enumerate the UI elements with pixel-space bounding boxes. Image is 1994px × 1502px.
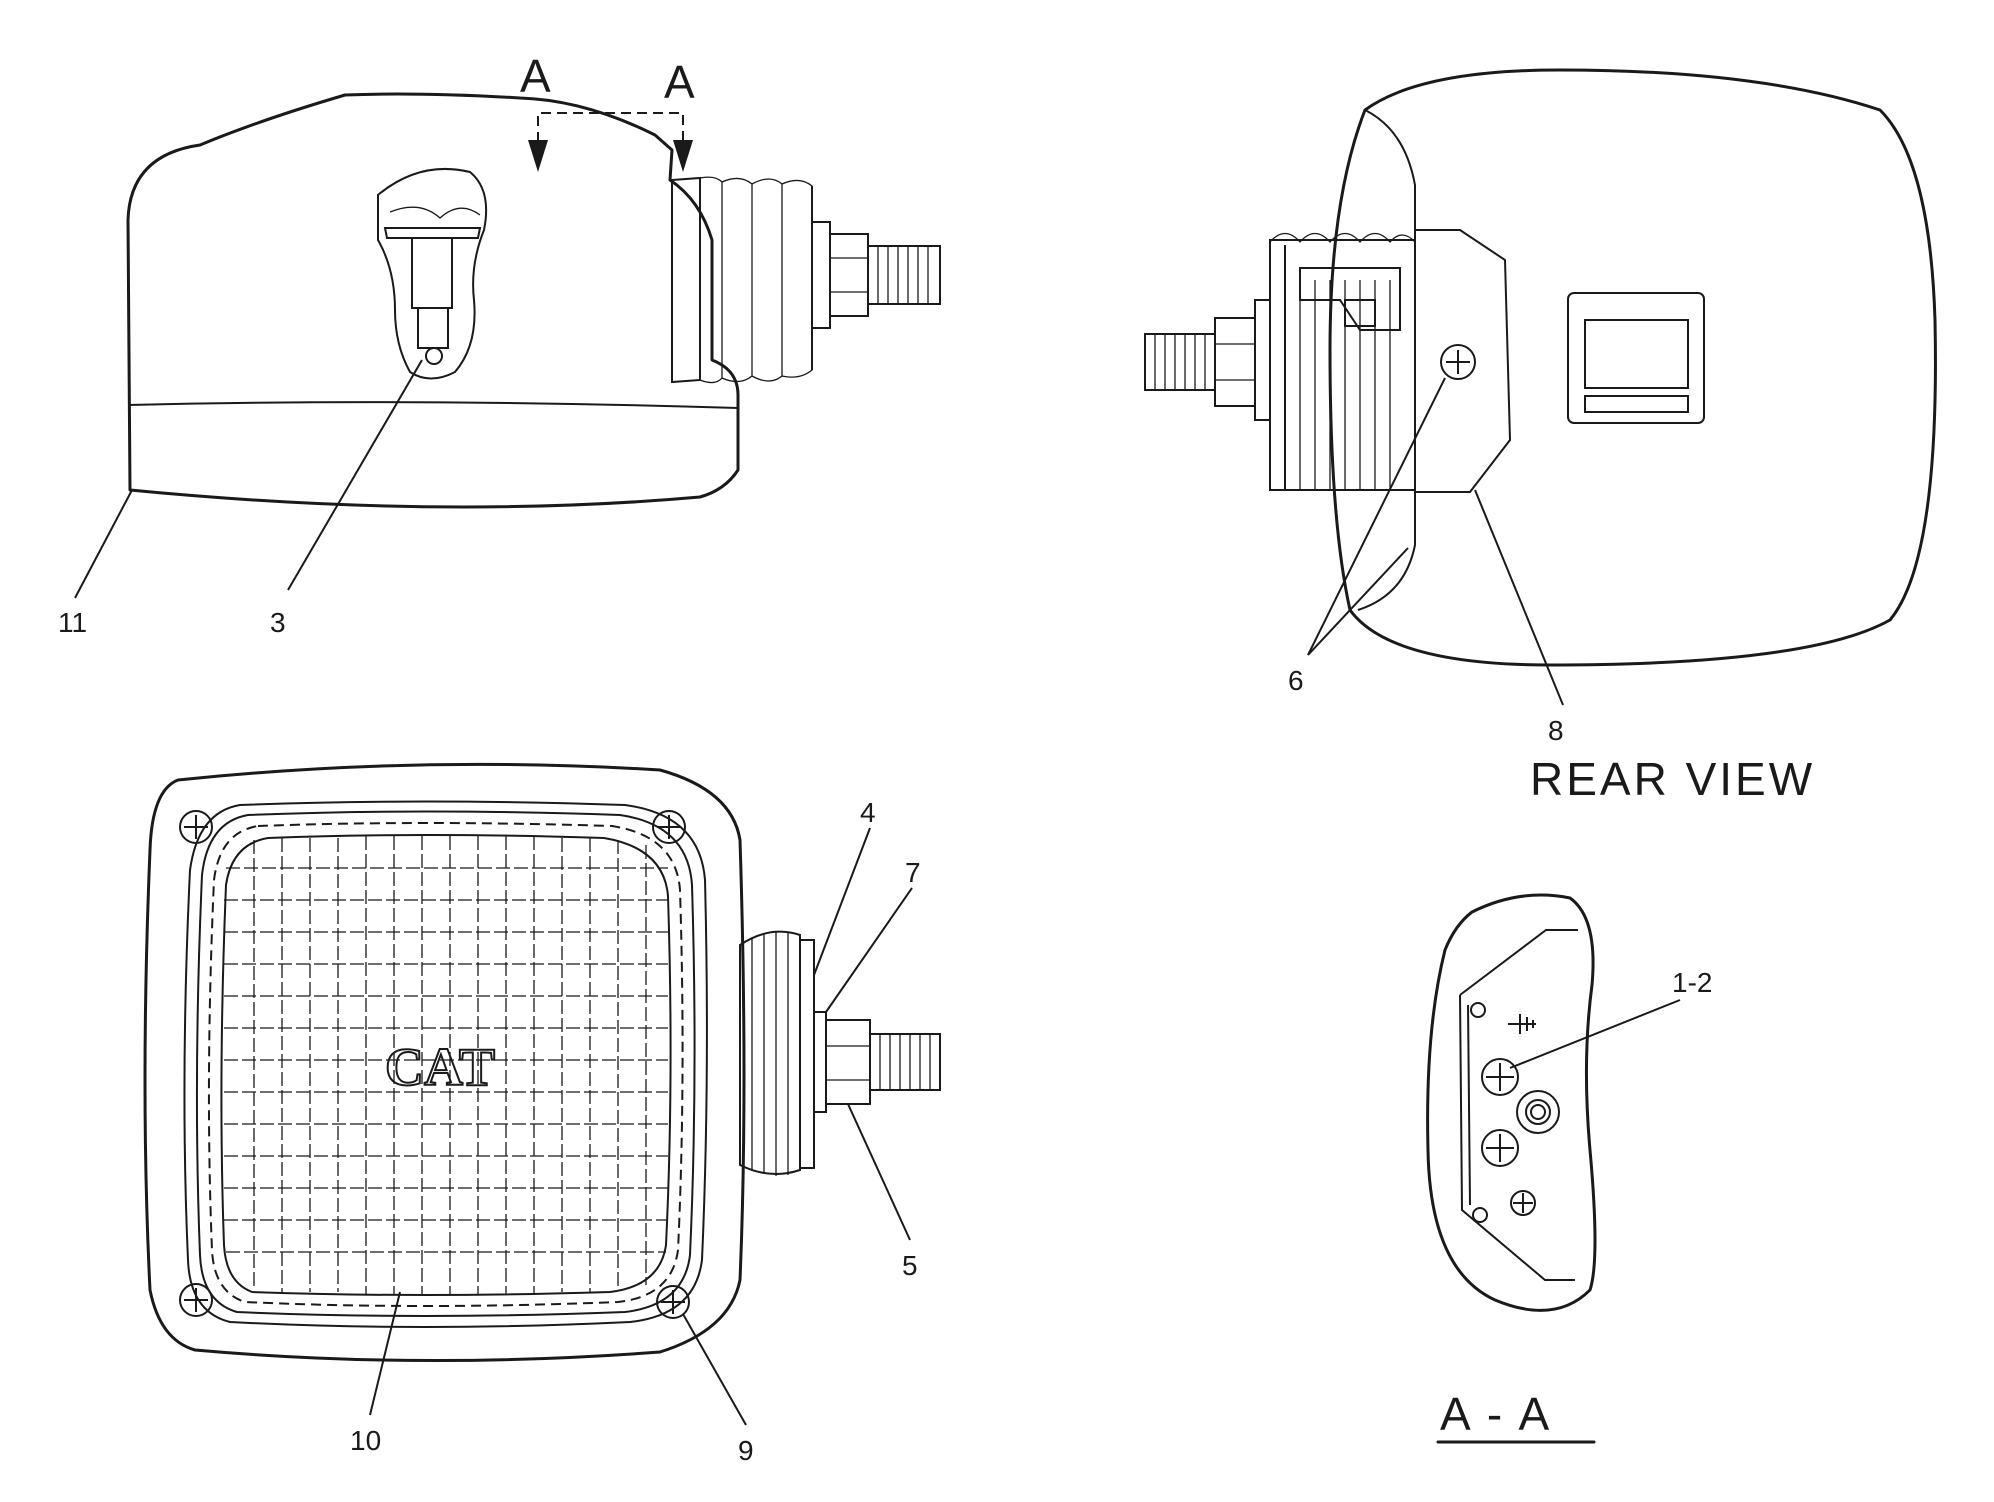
leader-9	[682, 1313, 747, 1426]
callout-6: 6	[1288, 665, 1304, 696]
section-arrow-left	[528, 140, 548, 172]
rear-bracket	[1414, 229, 1512, 493]
section-pin-bottom	[1472, 1207, 1488, 1223]
front-screw-bottom-right	[656, 1285, 690, 1319]
rear-stud	[1144, 333, 1216, 391]
side-stud	[867, 245, 941, 305]
front-threaded-boot	[739, 930, 815, 1176]
side-threaded-boot	[671, 176, 813, 384]
front-screw-top-right	[652, 810, 686, 844]
rear-label-plate	[1567, 292, 1705, 424]
front-housing-outline	[143, 762, 746, 1363]
section-marker-left: A	[520, 50, 551, 102]
rear-screw	[1440, 344, 1476, 380]
leader-8	[1474, 489, 1564, 706]
section-view-label: A - A	[1440, 1388, 1552, 1440]
rear-label-strip	[1584, 395, 1689, 413]
rear-hex-nut	[1214, 317, 1256, 407]
side-view: A A 11 3	[58, 50, 941, 638]
front-bezel-mid	[195, 810, 696, 1317]
front-stud	[869, 1033, 941, 1091]
side-housing-outline	[126, 92, 740, 509]
side-lens-band	[127, 401, 739, 409]
section-marker-right: A	[664, 56, 695, 108]
front-bezel-outer	[183, 800, 708, 1328]
terminal-screw-small	[1510, 1190, 1536, 1216]
section-inner-wall	[1459, 929, 1578, 996]
callout-10: 10	[350, 1425, 381, 1456]
terminal-post	[1516, 1090, 1560, 1134]
bulb-body	[411, 237, 453, 309]
front-washer	[813, 1011, 827, 1113]
callout-4: 4	[860, 797, 876, 828]
side-stud-threads	[877, 246, 929, 304]
section-a-a-view: 1-2 A - A	[1426, 893, 1712, 1444]
leader-3	[287, 359, 423, 591]
ground-symbol-icon	[1508, 1014, 1536, 1034]
leader-5	[847, 1103, 911, 1241]
front-bezel-dashed	[207, 822, 684, 1307]
bulb-clip	[389, 206, 481, 219]
front-view: CAT	[143, 762, 941, 1466]
callout-8: 8	[1548, 715, 1564, 746]
section-housing-outline	[1426, 893, 1597, 1312]
leader-1-2	[1509, 999, 1681, 1069]
bulb-tip	[425, 347, 443, 365]
brand-mark: CAT	[385, 1037, 495, 1097]
leader-4	[813, 827, 871, 976]
front-stud-threads	[879, 1034, 931, 1090]
section-pin-top	[1470, 1002, 1486, 1018]
rear-stud-threads	[1154, 334, 1206, 390]
rear-inner-clamp	[1299, 267, 1401, 331]
bulb-neck	[417, 307, 449, 349]
leader-6a	[1307, 377, 1446, 656]
section-arrow-right	[673, 140, 693, 172]
side-hex-nut	[829, 233, 869, 317]
callout-11: 11	[58, 607, 87, 638]
rear-label-window	[1584, 319, 1689, 389]
rear-threaded-boot	[1269, 232, 1416, 491]
terminal-screw-lower	[1481, 1129, 1519, 1167]
leader-6b	[1307, 547, 1409, 656]
side-washer	[811, 221, 831, 329]
rear-view-label: REAR VIEW	[1530, 753, 1815, 805]
leader-11	[74, 489, 133, 599]
front-lens-grid	[224, 836, 668, 1294]
front-screw-bottom-left	[179, 1283, 213, 1317]
side-bulb-window	[377, 167, 488, 380]
bulb-holder	[383, 227, 482, 239]
callout-3: 3	[270, 607, 286, 638]
section-cut-line	[537, 112, 684, 158]
leader-7	[825, 887, 913, 1013]
rear-housing-outline	[1328, 68, 1937, 667]
rear-washer	[1254, 299, 1271, 421]
terminal-screw-upper	[1481, 1058, 1519, 1096]
front-screw-top-left	[179, 810, 213, 844]
callout-5: 5	[902, 1250, 918, 1281]
front-lens-edge	[220, 834, 672, 1296]
front-hex-nut	[825, 1019, 871, 1105]
callout-1-2: 1-2	[1672, 967, 1712, 998]
callout-7: 7	[905, 857, 921, 888]
leader-10	[369, 1291, 401, 1416]
rear-view: 6 8 REAR VIEW	[1144, 68, 1937, 805]
callout-9: 9	[738, 1435, 754, 1466]
